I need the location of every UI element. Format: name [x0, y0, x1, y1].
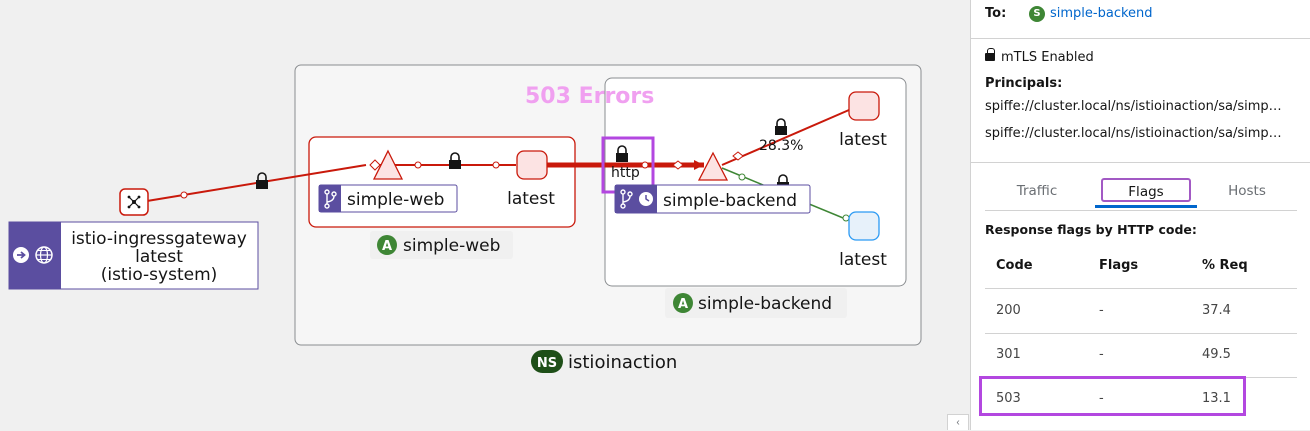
namespace-label[interactable]: NS istioinaction: [525, 347, 691, 377]
cell-code: 200: [996, 303, 1021, 318]
service-badge-icon: S: [1029, 6, 1045, 22]
simple-backend-app-name: simple-backend: [698, 294, 832, 314]
simple-backend-app-label[interactable]: A simple-backend: [665, 288, 847, 318]
globe-icon: [35, 246, 53, 264]
cell-code: 301: [996, 347, 1021, 362]
clock-icon: [639, 192, 653, 206]
ingress-version: latest: [135, 247, 183, 267]
cell-req: 13.1: [1202, 391, 1231, 406]
namespace-badge-text: NS: [537, 356, 557, 371]
security-section: [971, 38, 1310, 163]
namespace-badge-icon: [531, 350, 563, 373]
cell-flags: -: [1099, 391, 1104, 406]
edge-web-to-backend[interactable]: [547, 160, 704, 170]
to-label: To:: [985, 6, 1007, 21]
simple-web-app-label[interactable]: A simple-web: [370, 231, 513, 259]
table-divider: [985, 288, 1297, 289]
collapse-panel-toggle[interactable]: ‹: [947, 414, 969, 430]
row-highlight-box: [979, 376, 1246, 416]
simple-backend-service-node[interactable]: [697, 151, 729, 181]
ingress-name: istio-ingressgateway: [71, 229, 247, 249]
simple-backend-workload-name: simple-backend: [663, 191, 797, 211]
tab-traffic[interactable]: Traffic: [1016, 183, 1058, 199]
lock-icon: [449, 152, 461, 169]
ingress-gateway-node[interactable]: [119, 188, 149, 216]
edge-web-internal[interactable]: [376, 161, 516, 169]
lock-icon: [985, 48, 995, 62]
simple-web-version-node[interactable]: latest: [500, 150, 563, 210]
edge-backend-to-error-version[interactable]: [721, 109, 850, 166]
backend-version-ok-label: latest: [839, 250, 887, 270]
backend-version-error-node[interactable]: latest: [832, 91, 895, 151]
column-header-flags: Flags: [1099, 258, 1139, 273]
backend-version-ok-node[interactable]: latest: [832, 211, 895, 271]
principal-destination: spiffe://cluster.local/ns/istioinaction/…: [985, 126, 1285, 141]
destination-section: [971, 0, 1310, 39]
simple-backend-workload-label[interactable]: simple-backend: [614, 184, 811, 214]
app-badge-icon: [377, 235, 397, 255]
simple-web-service-node[interactable]: [369, 149, 404, 180]
destination-service-link[interactable]: simple-backend: [1050, 6, 1153, 21]
cell-flags: -: [1099, 347, 1104, 362]
tab-hosts[interactable]: Hosts: [1228, 183, 1266, 199]
principals-label: Principals:: [985, 76, 1063, 91]
simple-web-version-label: latest: [507, 189, 555, 209]
service-graph[interactable]: 503 Errors: [0, 0, 970, 430]
simple-web-workload-label[interactable]: simple-web: [318, 184, 458, 213]
app-badge-letter: A: [382, 239, 392, 254]
table-divider: [985, 333, 1297, 334]
response-flags-title: Response flags by HTTP code:: [985, 222, 1197, 237]
active-tab-indicator: [1095, 205, 1197, 208]
column-header-req: % Req: [1202, 258, 1248, 273]
cell-flags: -: [1099, 303, 1104, 318]
namespace-name: istioinaction: [568, 352, 677, 373]
error-annotation: 503 Errors: [525, 84, 654, 109]
cell-code: 503: [996, 391, 1021, 406]
lock-icon: [616, 145, 628, 162]
simple-web-app-name: simple-web: [403, 236, 500, 256]
branch-icon: [324, 189, 337, 209]
ingress-gateway-label[interactable]: istio-ingressgateway latest (istio-syste…: [8, 221, 259, 290]
tabs-divider: [985, 210, 1297, 211]
lock-icon: [256, 172, 268, 189]
column-header-code: Code: [996, 258, 1033, 273]
app-badge-icon: [673, 293, 693, 313]
lock-icon: [775, 118, 787, 135]
simple-web-workload-name: simple-web: [347, 190, 444, 210]
graph-canvas[interactable]: 503 Errors: [0, 0, 970, 430]
principal-source: spiffe://cluster.local/ns/istioinaction/…: [985, 99, 1285, 114]
gateway-icon: [127, 195, 141, 209]
backend-version-error-label: latest: [839, 130, 887, 150]
edge-percentage-label: 28.3%: [759, 138, 803, 154]
tab-flags[interactable]: Flags: [1101, 178, 1191, 202]
edge-protocol-label: http: [611, 165, 640, 181]
cell-req: 49.5: [1202, 347, 1231, 362]
arrow-right-circle-icon: [13, 247, 29, 263]
mtls-status: mTLS Enabled: [1001, 50, 1094, 65]
cell-req: 37.4: [1202, 303, 1231, 318]
ingress-namespace: (istio-system): [101, 265, 218, 285]
app-badge-letter: A: [678, 297, 688, 312]
side-panel: To: S simple-backend mTLS Enabled Princi…: [970, 0, 1310, 430]
branch-icon: [620, 189, 633, 209]
